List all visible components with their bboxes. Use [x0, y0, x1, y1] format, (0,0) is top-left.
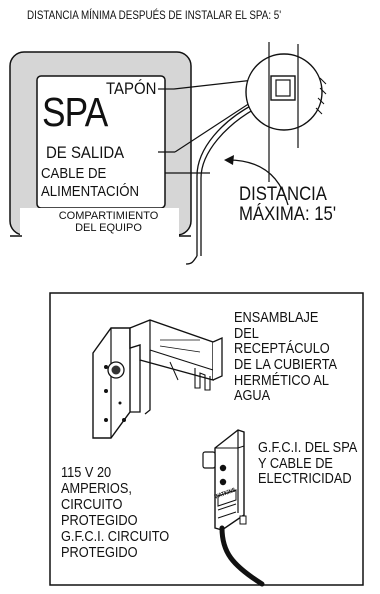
gfci-device: [214, 429, 245, 531]
min-distance-heading: DISTANCIA MÍNIMA DESPUÉS DE INSTALAR EL …: [27, 8, 282, 22]
bottom-frame: [49, 292, 364, 586]
gfci-spa-label: G.F.C.I. DEL SPA Y CABLE DE ELECTRICIDAD: [258, 440, 358, 488]
receptacle-assembly-label: ENSAMBLAJE DEL RECEPTÁCULO DE LA CUBIERT…: [234, 310, 338, 405]
drain-plug-label-line2: DE SALIDA: [46, 143, 125, 162]
spa-label: SPA: [42, 89, 108, 135]
equipment-bay-box: [20, 208, 179, 236]
power-cord: [219, 525, 265, 587]
receptacle-cover: [129, 319, 214, 381]
max-distance-arrow: [227, 159, 289, 206]
circuit-note-label: 115 V 20 AMPERIOS, CIRCUITO PROTEGIDO G.…: [61, 465, 170, 561]
equipment-bay-label: COMPARTIMIENTO DEL EQUIPO: [58, 210, 159, 234]
power-cable-label: CABLE DE ALIMENTACIÓN: [41, 165, 140, 200]
drain-plug-label: TAPÓN: [106, 79, 157, 98]
max-distance-label: DISTANCIA MÁXIMA: 15': [239, 184, 337, 225]
